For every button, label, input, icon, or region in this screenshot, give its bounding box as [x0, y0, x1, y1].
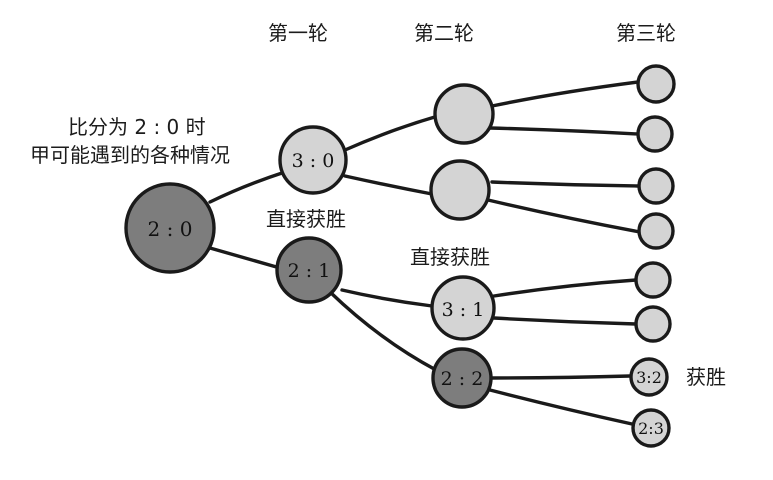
- node-round1-win-label: 3 : 0: [292, 150, 335, 172]
- node-round2-win: [430, 275, 496, 341]
- node-root: [124, 182, 216, 274]
- nodes: 2 : 0 3 : 0 2 : 1 3 : 1 2 : 2 3:2 2:3: [124, 64, 676, 448]
- leaf-win-3-2: [629, 357, 669, 397]
- annotation-direct-win-round-1: 直接获胜: [266, 207, 346, 231]
- edge-3-0-to-lower: [343, 174, 434, 196]
- node-round2-lower: [429, 159, 491, 221]
- edge-3-0-to-upper: [343, 114, 440, 152]
- edge-2-2-to-2-3: [488, 388, 634, 426]
- leaf-lose-2-3: [631, 408, 671, 448]
- edge-lower-to-leaf-3: [490, 180, 640, 188]
- node-round1-lose: [275, 236, 343, 304]
- node-round2-lose: [431, 347, 493, 409]
- node-round2-lose-label: 2 : 2: [441, 368, 484, 390]
- edge-2-2-to-3-2: [490, 374, 632, 380]
- edge-root-to-3-0: [208, 170, 287, 204]
- edge-3-1-to-leaf-6: [492, 316, 638, 326]
- edges: [208, 80, 642, 426]
- edge-2-1-to-2-2: [328, 290, 438, 372]
- edge-2-1-to-3-1: [340, 288, 434, 308]
- leaf-4: [637, 212, 675, 250]
- annotation-win: 获胜: [686, 365, 726, 389]
- caption-line-2: 甲可能遇到的各种情况: [30, 143, 230, 167]
- node-round2-upper: [433, 83, 495, 145]
- leaf-2: [636, 115, 674, 153]
- caption-line-1: 比分为 2 : 0 时: [68, 115, 206, 139]
- leaf-6: [634, 305, 672, 343]
- edge-root-to-2-1: [208, 246, 282, 270]
- node-root-label: 2 : 0: [148, 217, 193, 241]
- edge-3-1-to-leaf-5: [492, 278, 638, 298]
- annotation-direct-win-round-2: 直接获胜: [410, 245, 490, 269]
- leaf-1: [636, 64, 676, 104]
- leaf-5: [634, 261, 672, 299]
- header-round-3: 第三轮: [616, 21, 676, 45]
- node-round1-lose-label: 2 : 1: [288, 260, 331, 282]
- node-round2-win-label: 3 : 1: [442, 299, 485, 321]
- header-round-2: 第二轮: [414, 21, 474, 45]
- leaf-lose-2-3-label: 2:3: [638, 419, 664, 438]
- leaf-3: [637, 167, 675, 205]
- edge-upper-to-leaf-1: [490, 80, 640, 108]
- header-round-1: 第一轮: [268, 21, 328, 45]
- edge-lower-to-leaf-4: [486, 198, 642, 234]
- leaf-win-3-2-label: 3:2: [636, 368, 662, 387]
- node-round1-win: [278, 125, 348, 195]
- edge-upper-to-leaf-2: [488, 126, 640, 136]
